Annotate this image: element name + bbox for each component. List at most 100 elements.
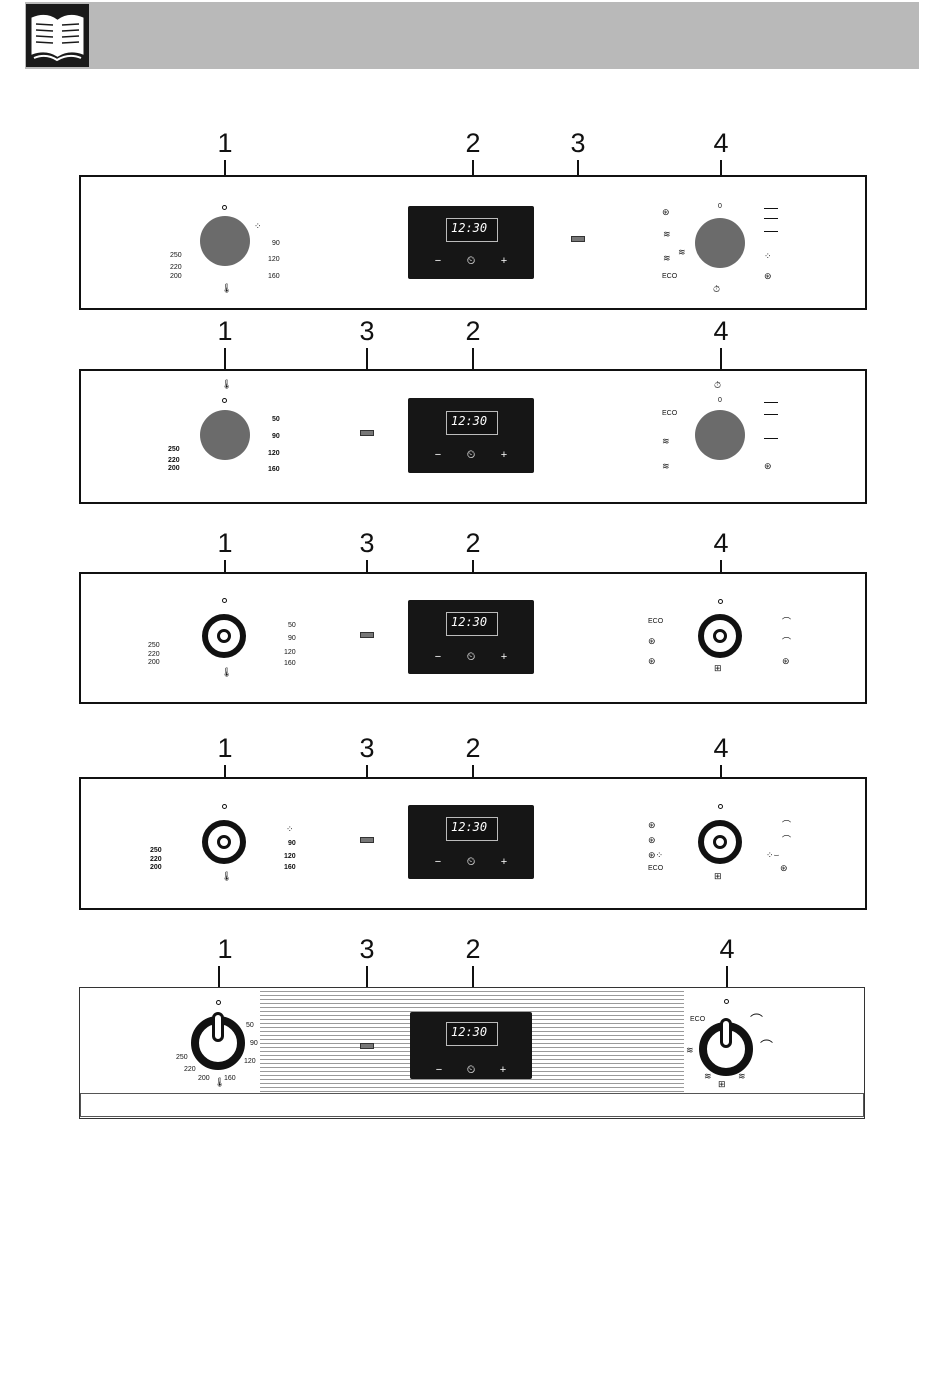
top-element-icon: ⌒: [782, 637, 792, 647]
fan-grill-icon: ≋: [662, 461, 670, 471]
callout-2: 2: [465, 528, 481, 558]
plus-button[interactable]: +: [500, 449, 508, 461]
temp-label: 160: [224, 1075, 236, 1082]
temp-label: 90: [288, 635, 296, 642]
leader-line: [218, 966, 220, 1001]
clock-icon[interactable]: ⏲: [466, 255, 476, 267]
clock-icon[interactable]: ⏲: [466, 1064, 476, 1076]
leader-line: [472, 160, 474, 185]
fan-grill-icon: ≋: [662, 436, 670, 446]
temp-label: 220: [168, 457, 180, 464]
callout-2: 2: [465, 316, 481, 346]
fan-icon: ⊛: [648, 835, 656, 845]
temp-label: 220: [150, 856, 162, 863]
function-selector-knob[interactable]: [699, 1018, 753, 1076]
fan-grill-icon: ≋: [678, 247, 686, 257]
callout-4: 4: [713, 528, 729, 558]
fan-grill-icon: ≋: [738, 1071, 746, 1081]
temp-label: 160: [284, 660, 296, 667]
timer-icon: ⏱: [713, 284, 721, 294]
leader-line: [726, 966, 728, 1001]
programmer-display: 12:30 − ⏲ +: [408, 600, 534, 674]
temp-label: 220: [170, 264, 182, 271]
grid-icon: ⊞: [714, 871, 722, 881]
temp-label: 250: [150, 847, 162, 854]
callout-1: 1: [217, 528, 233, 558]
temp-label: 250: [170, 252, 182, 259]
minus-button[interactable]: −: [434, 651, 442, 663]
clock-icon[interactable]: ⏲: [466, 856, 476, 868]
plus-button[interactable]: +: [500, 255, 508, 267]
off-indicator: [222, 398, 227, 403]
callout-1: 1: [217, 733, 233, 763]
off-indicator: [222, 205, 227, 210]
fan-icon: ⊛: [648, 820, 656, 830]
thermometer-icon: 🌡: [221, 871, 233, 881]
function-zero-label: 0: [718, 397, 722, 404]
callout-1: 1: [217, 316, 233, 346]
fan-grill-icon: ≋: [663, 229, 671, 239]
fan-icon: ⊛: [662, 207, 670, 217]
minus-button[interactable]: −: [435, 1064, 443, 1076]
leader-line: [472, 966, 474, 1001]
minus-button[interactable]: −: [434, 856, 442, 868]
temp-label: 220: [184, 1066, 196, 1073]
off-indicator: [222, 804, 227, 809]
plus-button[interactable]: +: [500, 651, 508, 663]
callout-3: 3: [359, 528, 375, 558]
leader-line: [224, 160, 226, 185]
clock-icon[interactable]: ⏲: [466, 449, 476, 461]
grid-icon: ⊞: [714, 663, 722, 673]
temp-label: 200: [168, 465, 180, 472]
thermometer-icon: 🌡: [221, 379, 233, 389]
thermostat-knob[interactable]: [202, 820, 246, 864]
thermostat-knob[interactable]: [191, 1012, 245, 1070]
off-indicator: [724, 999, 729, 1004]
callout-2: 2: [465, 934, 481, 964]
programmer-display: 12:30 − ⏲ +: [408, 805, 534, 879]
timer-icon: ⏱: [714, 380, 722, 390]
temp-label: 160: [268, 273, 280, 280]
clock-readout: 12:30: [451, 820, 488, 834]
top-element-icon: ⌒: [782, 617, 792, 627]
function-selector-knob[interactable]: [695, 218, 745, 268]
fan-icon: ⊛: [782, 656, 790, 666]
thermostat-knob[interactable]: [200, 216, 250, 266]
temp-label: 120: [284, 649, 296, 656]
thermometer-icon: 🌡: [221, 283, 233, 293]
callout-1: 1: [217, 128, 233, 158]
eco-label: ECO: [648, 618, 664, 625]
bottom-element-icon: [764, 414, 778, 415]
function-selector-knob[interactable]: [698, 820, 742, 864]
top-element-icon: ⌒: [782, 835, 792, 845]
top-element-icon: ⌒: [750, 1013, 764, 1028]
temp-label: 120: [284, 853, 296, 860]
clock-readout: 12:30: [451, 615, 488, 629]
plus-button[interactable]: +: [500, 856, 508, 868]
minus-button[interactable]: −: [434, 255, 442, 267]
indicator-light: [571, 236, 585, 242]
temp-label: 120: [244, 1058, 256, 1065]
callout-2: 2: [465, 128, 481, 158]
minus-button[interactable]: −: [434, 449, 442, 461]
callout-4: 4: [713, 316, 729, 346]
function-selector-knob[interactable]: [698, 614, 742, 658]
indicator-light: [360, 837, 374, 843]
leader-line: [720, 160, 722, 185]
plus-button[interactable]: +: [499, 1064, 507, 1076]
callout-3: 3: [359, 316, 375, 346]
off-indicator: [718, 599, 723, 604]
temp-label: 200: [170, 273, 182, 280]
defrost-icon: ⁘: [254, 221, 262, 231]
temp-label: 250: [176, 1054, 188, 1061]
temp-label: 50: [272, 416, 280, 423]
top-element-icon: [764, 218, 778, 219]
temp-label: 200: [150, 864, 162, 871]
clock-icon[interactable]: ⏲: [466, 651, 476, 663]
top-element-icon: [764, 402, 778, 403]
function-selector-knob[interactable]: [695, 410, 745, 460]
thermostat-knob[interactable]: [202, 614, 246, 658]
thermostat-knob[interactable]: [200, 410, 250, 460]
door-handle: [80, 1093, 864, 1117]
temp-label: 200: [148, 659, 160, 666]
